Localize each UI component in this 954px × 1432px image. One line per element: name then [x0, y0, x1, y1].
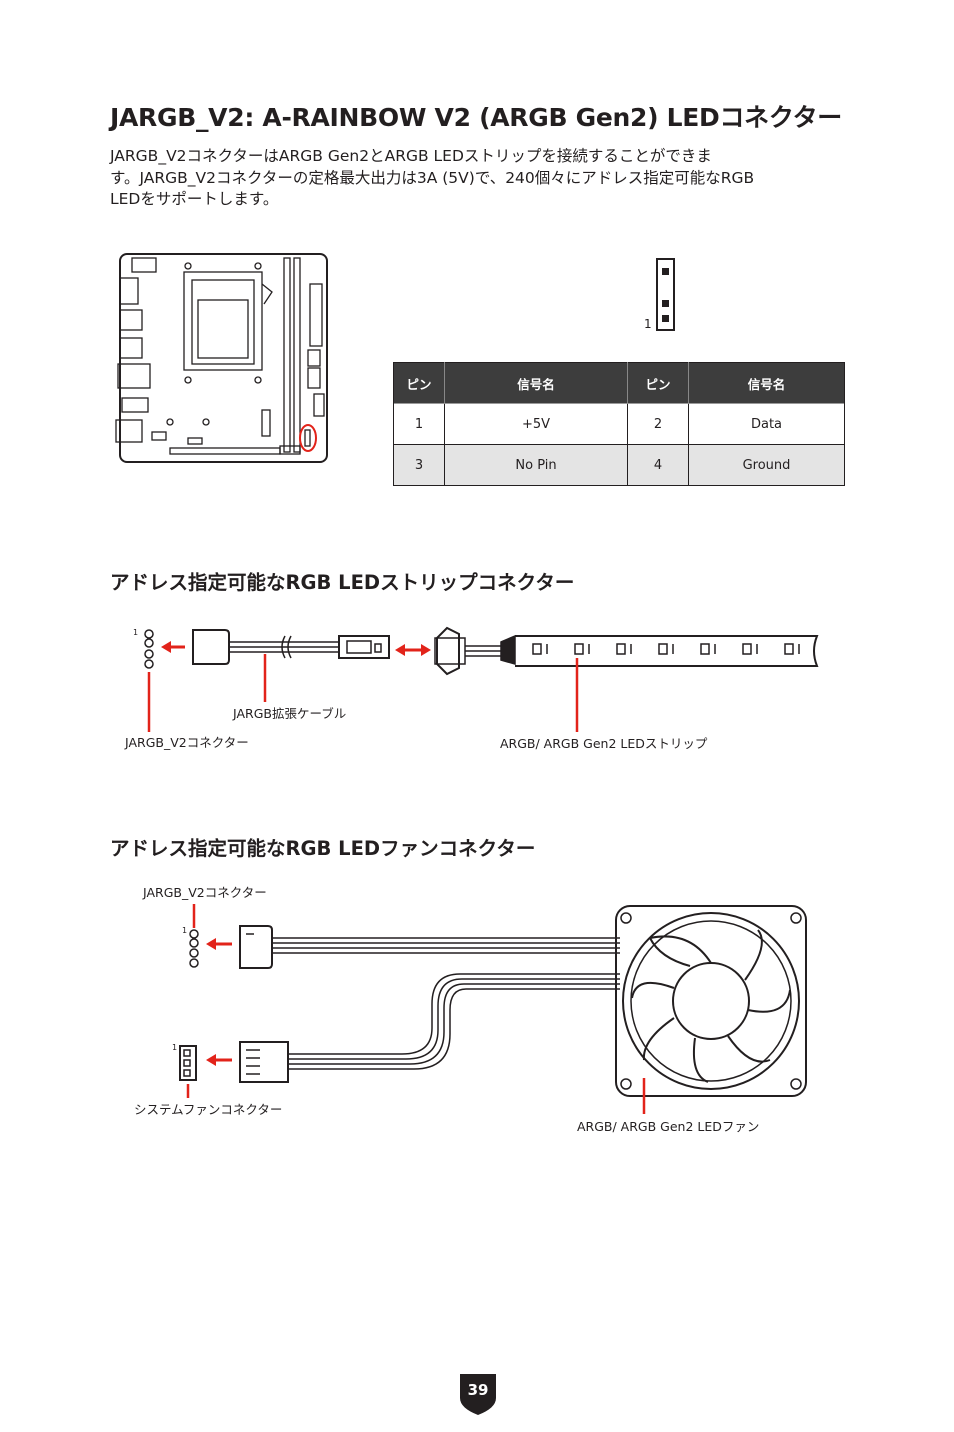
table-cell: Data — [688, 403, 845, 445]
strip-connector-label: JARGB_V2コネクター — [125, 735, 249, 750]
intro-paragraph: JARGB_V2コネクターはARGB Gen2とARGB LEDストリップを接続… — [110, 146, 850, 211]
page-title: JARGB_V2: A-RAINBOW V2 (ARGB Gen2) LEDコネ… — [110, 103, 842, 132]
fan-connection-diagram — [179, 904, 807, 1114]
pin-table: ピン 信号名 ピン 信号名 1 +5V 2 Data 3 No Pin 4 Gr… — [393, 362, 845, 486]
led-strip-label: ARGB/ ARGB Gen2 LEDストリップ — [500, 736, 708, 751]
sys-fan-pin1-label: 1 — [172, 1043, 178, 1052]
header-pin: ピン — [393, 362, 445, 404]
motherboard-diagram — [115, 253, 328, 463]
fan-connector-label: JARGB_V2コネクター — [143, 885, 267, 900]
sys-fan-connector-label: システムファンコネクター — [134, 1102, 283, 1117]
header-signal: 信号名 — [444, 362, 628, 404]
fan-argb-pin1-label: 1 — [182, 926, 188, 935]
page-number-badge — [460, 1374, 496, 1415]
led-fan-label: ARGB/ ARGB Gen2 LEDファン — [577, 1119, 760, 1134]
table-cell: +5V — [444, 403, 628, 445]
cable-label: JARGB拡張ケーブル — [233, 706, 347, 721]
table-cell: 4 — [627, 444, 689, 486]
table-cell: 1 — [393, 403, 445, 445]
intro-line-1: JARGB_V2コネクターはARGB Gen2とARGB LEDストリップを接続… — [110, 147, 712, 165]
intro-line-3: LEDをサポートします。 — [110, 190, 279, 208]
table-cell: 3 — [393, 444, 445, 486]
header-signal: 信号名 — [688, 362, 845, 404]
strip-section-heading: アドレス指定可能なRGB LEDストリップコネクター — [110, 571, 575, 594]
header-pin1-label: 1 — [644, 317, 652, 331]
page-number: 39 — [467, 1381, 489, 1399]
fan-section-heading: アドレス指定可能なRGB LEDファンコネクター — [110, 837, 536, 860]
table-cell: No Pin — [444, 444, 628, 486]
intro-line-2: す。JARGB_V2コネクターの定格最大出力は3A (5V)で、240個々にアド… — [110, 168, 755, 187]
pin-table-header: ピン 信号名 ピン 信号名 — [393, 362, 845, 404]
table-row: 3 No Pin 4 Ground — [393, 444, 845, 486]
header-pin: ピン — [627, 362, 689, 404]
table-cell: Ground — [688, 444, 845, 486]
strip-pin1-label: 1 — [133, 628, 139, 637]
table-row: 1 +5V 2 Data — [393, 403, 845, 445]
strip-connection-diagram — [144, 626, 819, 732]
table-cell: 2 — [627, 403, 689, 445]
header-pin-diagram — [656, 258, 675, 331]
